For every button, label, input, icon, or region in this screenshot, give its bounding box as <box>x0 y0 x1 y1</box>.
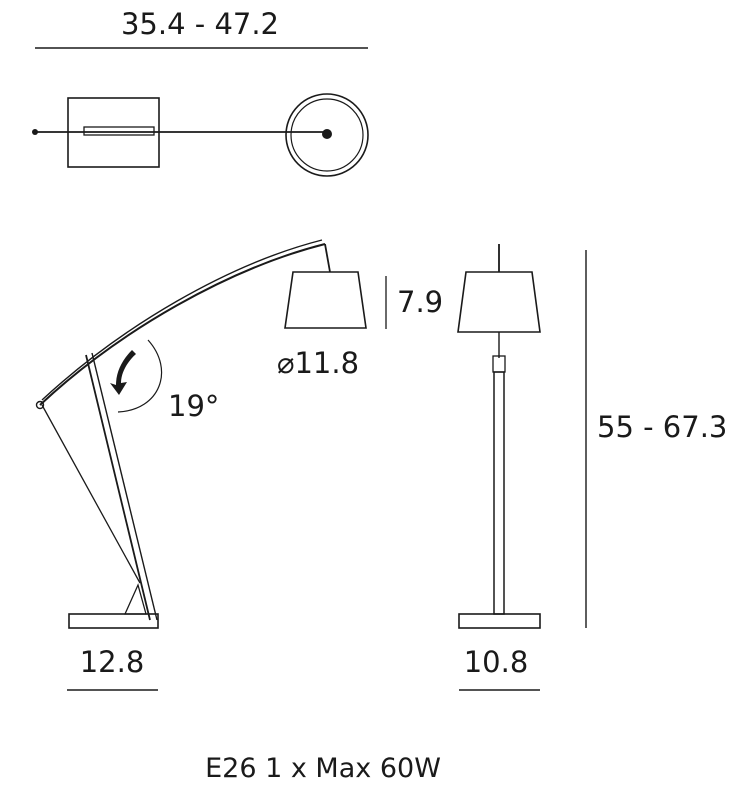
curved-arm-upper <box>41 239 323 401</box>
shade-front <box>457 271 541 333</box>
arm-sleeve-top <box>83 126 155 136</box>
tension-rod <box>41 404 141 584</box>
arm-counterweight-knob <box>35 400 45 410</box>
base-plate-side <box>68 613 159 629</box>
main-pole-back <box>91 352 158 621</box>
shade-diameter-label: ⌀11.8 <box>277 346 359 380</box>
front-view: 10.8 55 - 67.3 <box>457 244 727 691</box>
base-plate-front <box>458 613 541 629</box>
shade-top-inner <box>290 98 364 172</box>
overall-height-label: 55 - 67.3 <box>597 410 727 444</box>
arm-end-knob <box>32 129 38 135</box>
rotation-arc <box>117 339 163 413</box>
main-pole-front <box>85 354 151 621</box>
curved-arm-lower <box>39 243 326 406</box>
pole-front <box>493 371 505 615</box>
side-view: 19° 7.9 ⌀11.8 12.8 <box>35 239 443 691</box>
tilt-angle-label: 19° <box>168 389 219 423</box>
shade-drop-rod <box>324 243 331 273</box>
shade-top-hub <box>322 129 332 139</box>
bulb-spec-label: E26 1 x Max 60W <box>205 753 441 784</box>
connector-front <box>492 355 506 373</box>
curved-rotation-arrow-icon <box>110 350 136 395</box>
base-depth-label: 12.8 <box>80 645 145 679</box>
top-width-label: 35.4 - 47.2 <box>121 7 279 41</box>
shade-side <box>284 271 367 329</box>
shade-top-outer <box>285 93 369 177</box>
base-width-label: 10.8 <box>464 645 529 679</box>
shade-height-label: 7.9 <box>397 285 443 319</box>
top-view: 35.4 - 47.2 <box>32 7 369 177</box>
